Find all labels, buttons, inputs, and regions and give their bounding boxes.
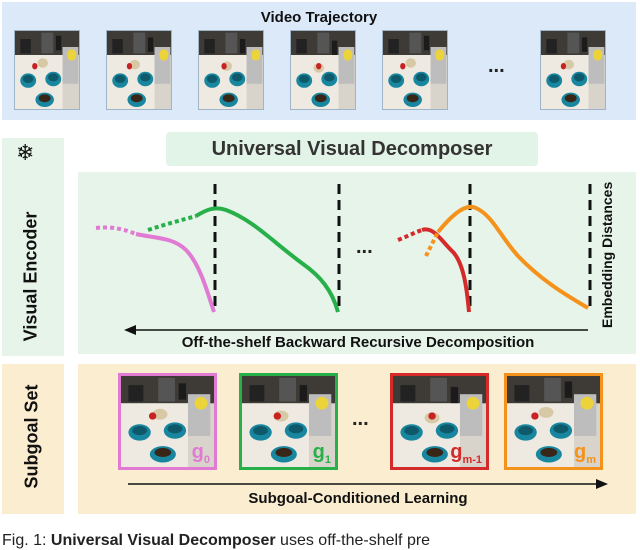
subgoal-thumbnail: g0 <box>118 373 217 470</box>
embedding-curves-svg <box>95 184 592 335</box>
learning-label: Subgoal-Conditioned Learning <box>248 490 468 507</box>
learning-arrow-head <box>596 479 608 489</box>
video-frame <box>540 30 606 110</box>
video-frame <box>14 30 80 110</box>
subgoal-label: gm <box>574 441 596 466</box>
subgoal-thumbnail: g1 <box>239 373 338 470</box>
pink-curve <box>135 232 216 313</box>
uvd-title-box: Universal Visual Decomposer <box>166 132 538 166</box>
subgoal-thumbnail: gm <box>504 373 603 470</box>
subgoal-label: g1 <box>312 441 331 466</box>
embedding-distances-label: Embedding Distances <box>599 181 615 328</box>
video-trajectory-title: Video Trajectory <box>260 9 378 26</box>
subgoal-set-side-panel: Subgoal Set <box>2 364 64 514</box>
subgoal-ellipsis: ... <box>352 408 369 430</box>
red-curve <box>421 227 471 313</box>
caption-suffix: uses off-the-shelf pre <box>275 532 431 549</box>
green-curve <box>194 206 340 313</box>
decomposition-arrow-head <box>124 325 136 335</box>
orange-curve <box>436 204 590 310</box>
visual-encoder-label: Visual Encoder <box>20 211 41 342</box>
subgoal-set-label: Subgoal Set <box>21 384 42 489</box>
video-frame <box>382 30 448 110</box>
embedding-plot-panel: ... <box>78 172 636 354</box>
pink-curve-dashed <box>95 225 137 236</box>
embedding-distances-label-container: Embedding Distances <box>565 180 640 340</box>
video-frame <box>290 30 356 110</box>
video-frame <box>198 30 264 110</box>
video-ellipsis: ... <box>488 55 505 77</box>
caption-prefix: Fig. 1: <box>2 532 51 549</box>
figure-caption: Fig. 1: Universal Visual Decomposer uses… <box>2 532 430 550</box>
caption-bold: Universal Visual Decomposer <box>50 532 276 549</box>
subgoal-label: gm-1 <box>450 441 482 466</box>
video-frame <box>106 30 172 110</box>
decomposition-label: Off-the-shelf Backward Recursive Decompo… <box>181 334 535 351</box>
green-curve-dashed <box>147 214 197 232</box>
snowflake-icon: ❄ <box>16 140 35 165</box>
red-curve-dashed <box>397 228 423 242</box>
subgoal-thumbnail: gm-1 <box>390 373 489 470</box>
plot-ellipsis: ... <box>356 236 373 258</box>
orange-curve-dashed <box>424 231 440 257</box>
subgoal-label: g0 <box>191 441 210 466</box>
uvd-title: Universal Visual Decomposer <box>211 138 493 160</box>
visual-encoder-side-panel: ❄ Visual Encoder <box>2 138 64 356</box>
learning-arrow-svg <box>128 479 608 489</box>
